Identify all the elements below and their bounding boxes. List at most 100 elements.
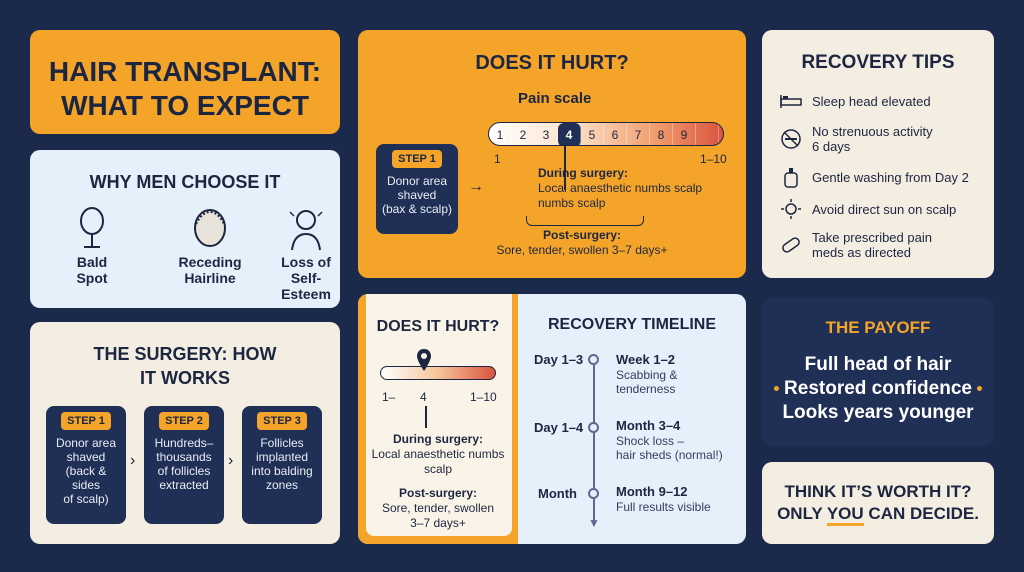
tip-row-2: No strenuous activity 6 days <box>780 124 933 154</box>
cta-line1: THINK IT’S WORTH IT? <box>784 482 972 501</box>
pain-cell-3: 3 <box>535 123 558 145</box>
hurt-post-text: Sore, tender, swollen 3–7 days+ <box>496 243 668 257</box>
step-3-l4: zones <box>265 478 299 492</box>
timeline-dot-1 <box>588 354 599 365</box>
pain-cell-8: 8 <box>650 123 673 145</box>
pain-marker-line <box>564 146 566 190</box>
hurt-bottom-bar <box>380 366 496 380</box>
surgery-card: THE SURGERY: HOW IT WORKS STEP 1 Donor a… <box>30 322 340 544</box>
hurt-bottom-post-l2: 3–7 days+ <box>410 516 466 530</box>
why-label-3b: Self-Esteem <box>281 270 331 302</box>
hurt-top-card: DOES IT HURT? Pain scale 1 2 3 4 5 6 7 8… <box>358 30 746 278</box>
timeline-arrow-icon: ▼ <box>588 516 600 530</box>
hurt-bottom-mid: 4 <box>420 390 427 404</box>
hurt-during-l2: numbs scalp <box>538 196 606 210</box>
pain-cell-5: 5 <box>581 123 604 145</box>
hurt-step-l1: Donor area <box>386 174 448 188</box>
step-2-l4: extracted <box>159 478 209 492</box>
location-pin-icon <box>416 348 432 377</box>
why-item-bald: Bald Spot <box>52 206 132 286</box>
cta-line2-a: ONLY <box>777 504 827 523</box>
why-card: WHY MEN CHOOSE IT Bald Spot Receding Hai… <box>30 150 340 308</box>
pain-min-label: 1 <box>494 152 501 166</box>
hurt-bracket <box>526 216 644 226</box>
timeline-day-1: Day 1–3 <box>534 352 584 367</box>
hurt-during-l1: Local anaesthetic numbs scalp <box>538 181 703 195</box>
why-label-3a: Loss of <box>281 254 331 270</box>
timeline-head-1: Week 1–2 <box>616 352 676 367</box>
payoff-l2: Restored confidence <box>784 378 972 399</box>
stressed-man-icon <box>266 206 340 254</box>
step-2-l2: thousands <box>156 450 212 464</box>
hurt-step-l3: (bax & scalp) <box>381 202 453 216</box>
surgery-step-2: STEP 2 Hundreds– thousands of follicles … <box>144 406 224 524</box>
hurt-bottom-inner <box>366 294 512 536</box>
step-3-l1: Follicles <box>260 436 304 450</box>
surgery-step-3: STEP 3 Follicles implanted into balding … <box>242 406 322 524</box>
payoff-card: THE PAYOFF Full head of hair Restored co… <box>762 298 994 446</box>
timeline-dot-3 <box>588 488 599 499</box>
pain-scale-label: Pain scale <box>518 90 592 107</box>
surgery-step-1: STEP 1 Donor area shaved (back & sides o… <box>46 406 126 524</box>
step-2-tag: STEP 2 <box>159 412 209 430</box>
step-1-l3: (back & sides <box>65 464 107 492</box>
timeline-sub-2a: Shock loss – <box>616 434 685 448</box>
shampoo-icon <box>780 166 802 188</box>
main-title-line1: HAIR TRANSPLANT: <box>48 56 322 87</box>
hurt-bottom-title: DOES IT HURT? <box>376 318 500 335</box>
step-1-l4: of scalp) <box>63 492 109 506</box>
pain-cell-2: 2 <box>512 123 535 145</box>
timeline-sub-1a: Scabbing & <box>616 368 678 382</box>
tip-2-l2: 6 days <box>812 139 851 154</box>
hurt-bottom-right: 1–10 <box>470 390 497 404</box>
surgery-title-line1: THE SURGERY: HOW <box>93 344 277 364</box>
hurt-top-title: DOES IT HURT? <box>475 52 629 74</box>
hurt-step-tag: STEP 1 <box>392 150 442 168</box>
tip-2-l1: No strenuous activity <box>812 124 933 139</box>
why-title: WHY MEN CHOOSE IT <box>89 172 281 192</box>
step-3-tag: STEP 3 <box>257 412 307 430</box>
step-2-l3: of follicles <box>157 464 211 478</box>
pain-cell-9: 9 <box>673 123 696 145</box>
tip-5-l2: meds as directed <box>812 245 911 260</box>
timeline-axis <box>593 356 595 522</box>
title-card: HAIR TRANSPLANT: WHAT TO EXPECT <box>30 30 340 134</box>
hurt-bottom-post-l1: Sore, tender, swollen <box>381 501 495 515</box>
tip-1-text: Sleep head elevated <box>812 93 931 109</box>
pain-cell-6: 6 <box>604 123 627 145</box>
mirror-icon <box>52 206 132 254</box>
timeline-card: DOES IT HURT? 1– 4 1–10 During surgery: … <box>358 294 746 544</box>
payoff-l1: Full head of hair <box>804 354 952 375</box>
timeline-head-2: Month 3–4 <box>616 418 681 433</box>
step-3-l2: implanted <box>255 450 309 464</box>
timeline-sub-3a: Full results visible <box>616 500 711 514</box>
tip-row-3: Gentle washing from Day 2 <box>780 166 969 188</box>
tip-4-text: Avoid direct sun on scalp <box>812 201 957 217</box>
pill-icon <box>780 234 802 256</box>
hurt-bottom-left: 1– <box>382 390 396 404</box>
glow-dot-icon <box>977 386 982 391</box>
cta-line2-you: YOU <box>826 504 864 526</box>
cta-line2: ONLY YOU CAN DECIDE. <box>762 504 994 526</box>
hurt-bottom-during-l1: Local anaesthetic numbs <box>371 447 505 461</box>
timeline-sub-2b: hair sheds (normal!) <box>616 448 723 462</box>
step-1-l1: Donor area <box>55 436 117 450</box>
glow-dot-icon <box>774 386 779 391</box>
hurt-bottom-during-l2: scalp <box>423 462 452 476</box>
cta-card: THINK IT’S WORTH IT? ONLY YOU CAN DECIDE… <box>762 462 994 544</box>
timeline-head-3: Month 9–12 <box>616 484 688 499</box>
pain-cell-10 <box>696 123 719 145</box>
tip-row-5: Take prescribed pain meds as directed <box>780 230 932 260</box>
why-label-2b: Hairline <box>184 270 236 286</box>
hurt-during-title: During surgery: <box>538 166 629 180</box>
why-label-1a: Bald <box>76 254 108 270</box>
timeline-dot-2 <box>588 422 599 433</box>
hurt-bottom-during: During surgery: <box>392 432 483 446</box>
arrow-right-icon: → <box>468 178 484 195</box>
step-3-l3: into balding <box>251 464 313 478</box>
step-1-l2: shaved <box>66 450 106 464</box>
no-weights-icon <box>780 128 802 150</box>
step-2-l1: Hundreds– <box>154 436 214 450</box>
main-title-line2: WHAT TO EXPECT <box>61 90 309 121</box>
tips-title: RECOVERY TIPS <box>801 52 955 73</box>
